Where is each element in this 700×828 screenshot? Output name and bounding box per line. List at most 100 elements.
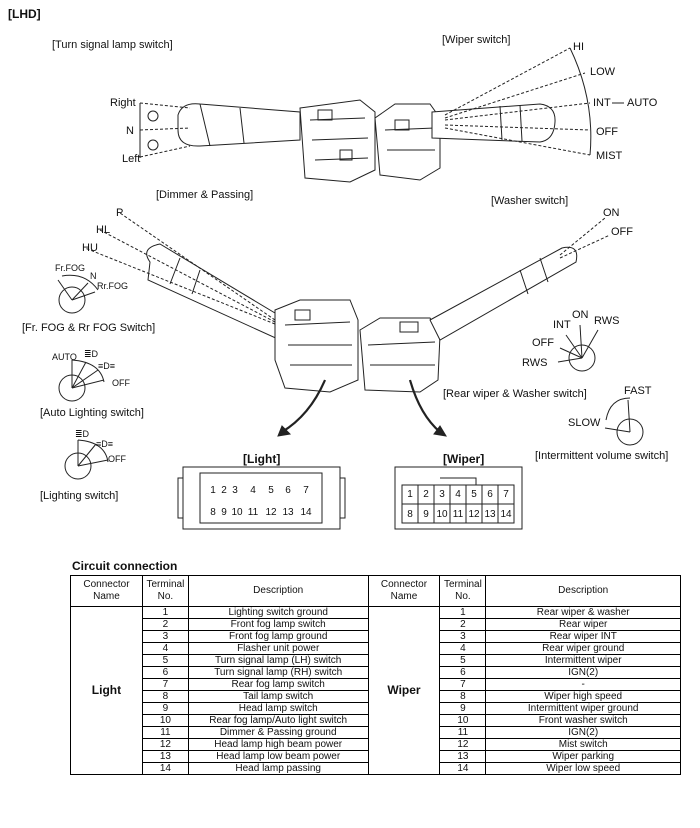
- parking-lamp-icon: ≡D≡: [98, 361, 116, 371]
- description-cell: Mist switch: [485, 738, 681, 751]
- terminal-cell: 9: [141, 702, 189, 715]
- rear-wiper-washer-switch-label: [Rear wiper & Washer switch]: [443, 388, 587, 400]
- wiper-pin: 12: [468, 509, 480, 520]
- hl-label: HL: [96, 224, 111, 236]
- light-connector-title: [Light]: [243, 452, 281, 466]
- wiper-lever-drawing: [374, 47, 624, 181]
- light-connector-outline: [177, 466, 346, 530]
- lighting-off-label: OFF: [108, 454, 126, 464]
- int-label: INT: [593, 97, 611, 109]
- terminal-cell: 4: [439, 642, 487, 655]
- terminal-cell: 7: [141, 678, 189, 691]
- rw-on-label: ON: [572, 309, 589, 321]
- wiper-pin: 8: [407, 509, 413, 520]
- rw-off-label: OFF: [532, 337, 554, 349]
- auto-lighting-switch-label: [Auto Lighting switch]: [40, 407, 144, 419]
- arrow-to-light: [281, 379, 327, 433]
- wiper-pin: 2: [423, 489, 429, 500]
- headlamp-icon: ≣D: [84, 349, 99, 359]
- light-pin: 5: [268, 485, 274, 496]
- fr-fog-label: Fr.FOG: [55, 263, 85, 273]
- lighting-dial: [64, 439, 109, 480]
- wiper-pin: 1: [407, 489, 413, 500]
- terminal-cell: 6: [439, 666, 487, 679]
- description-cell: Front fog lamp switch: [187, 618, 369, 631]
- description-cell: Rear wiper & washer: [485, 606, 681, 619]
- light-pin: 11: [247, 507, 259, 518]
- table-header-row: Connector Name Terminal No. Description …: [70, 575, 681, 607]
- description-cell: Lighting switch ground: [187, 606, 369, 619]
- terminal-cell: 5: [141, 654, 189, 667]
- connector-name-cell: Light: [70, 606, 143, 775]
- fog-switch-label: [Fr. FOG & Rr FOG Switch]: [22, 322, 156, 334]
- terminal-cell: 8: [141, 690, 189, 703]
- light-pin: 7: [303, 485, 309, 496]
- light-pin: 9: [221, 507, 227, 518]
- description-cell: Rear wiper: [485, 618, 681, 631]
- turn-signal-lever-drawing: [139, 99, 376, 183]
- parking-lamp-icon: ≡D≡: [96, 439, 114, 449]
- terminal-cell: 1: [439, 606, 487, 619]
- description-cell: Tail lamp switch: [187, 690, 369, 703]
- auto-label: AUTO: [627, 97, 658, 109]
- combination-switch-drawing: [84, 212, 611, 393]
- column-header: Description: [485, 575, 681, 607]
- light-pin: 13: [282, 507, 294, 518]
- left-label: Left: [122, 153, 141, 165]
- description-cell: Rear fog lamp switch: [187, 678, 369, 691]
- rw-int-label: INT: [553, 319, 571, 331]
- terminal-cell: 12: [439, 738, 487, 751]
- terminal-cell: 14: [439, 762, 487, 775]
- fog-n-label: N: [90, 271, 97, 281]
- terminal-cell: 1: [141, 606, 189, 619]
- header-lhd: [LHD]: [8, 7, 41, 21]
- mist-label: MIST: [596, 150, 623, 162]
- description-cell: Flasher unit power: [187, 642, 369, 655]
- wiper-pin: 13: [484, 509, 496, 520]
- terminal-cell: 8: [439, 690, 487, 703]
- circuit-connection-title: Circuit connection: [72, 559, 178, 573]
- washer-switch-label: [Washer switch]: [491, 195, 569, 207]
- light-pin: 8: [210, 507, 216, 518]
- light-pin: 2: [221, 485, 227, 496]
- description-cell: Front washer switch: [485, 714, 681, 727]
- wiper-connector-pins: 1 2 3 4 5 6 7 8 9 10 11 12 13 14: [402, 489, 514, 525]
- fog-switch-dial: [57, 274, 99, 314]
- column-header: Description: [187, 575, 369, 607]
- low-label: LOW: [590, 66, 616, 78]
- light-pin: 1: [210, 485, 216, 496]
- wiper-pin: 6: [487, 489, 493, 500]
- turn-signal-switch-label: [Turn signal lamp switch]: [52, 39, 173, 51]
- description-cell: Rear wiper INT: [485, 630, 681, 643]
- lighting-switch-label: [Lighting switch]: [40, 490, 119, 502]
- terminal-cell: 13: [141, 750, 189, 763]
- light-pin: 14: [300, 507, 312, 518]
- terminal-cell: 3: [439, 630, 487, 643]
- terminal-cell: 13: [439, 750, 487, 763]
- rear-wiper-dial: [557, 324, 599, 372]
- circuit-connection-table: Connector Name Terminal No. Description …: [70, 575, 681, 775]
- description-cell: Head lamp low beam power: [187, 750, 369, 763]
- headlamp-icon: ≣D: [75, 429, 90, 439]
- n-label: N: [126, 125, 134, 137]
- column-header: Connector Name: [70, 575, 143, 607]
- description-cell: Turn signal lamp (RH) switch: [187, 666, 369, 679]
- description-cell: Rear wiper ground: [485, 642, 681, 655]
- description-cell: Head lamp switch: [187, 702, 369, 715]
- rw-rws-bottom-label: RWS: [522, 357, 548, 369]
- light-pin: 3: [232, 485, 238, 496]
- fast-label: FAST: [624, 385, 652, 397]
- washer-off-label: OFF: [611, 226, 633, 238]
- description-cell: Intermittent wiper ground: [485, 702, 681, 715]
- dimmer-passing-label: [Dimmer & Passing]: [156, 189, 254, 201]
- wiper-pin: 7: [503, 489, 509, 500]
- wiper-switch-label: [Wiper switch]: [442, 34, 511, 46]
- rw-rws-top-label: RWS: [594, 315, 620, 327]
- terminal-cell: 14: [141, 762, 189, 775]
- hu-label: HU: [82, 242, 98, 254]
- column-header: Connector Name: [367, 575, 441, 607]
